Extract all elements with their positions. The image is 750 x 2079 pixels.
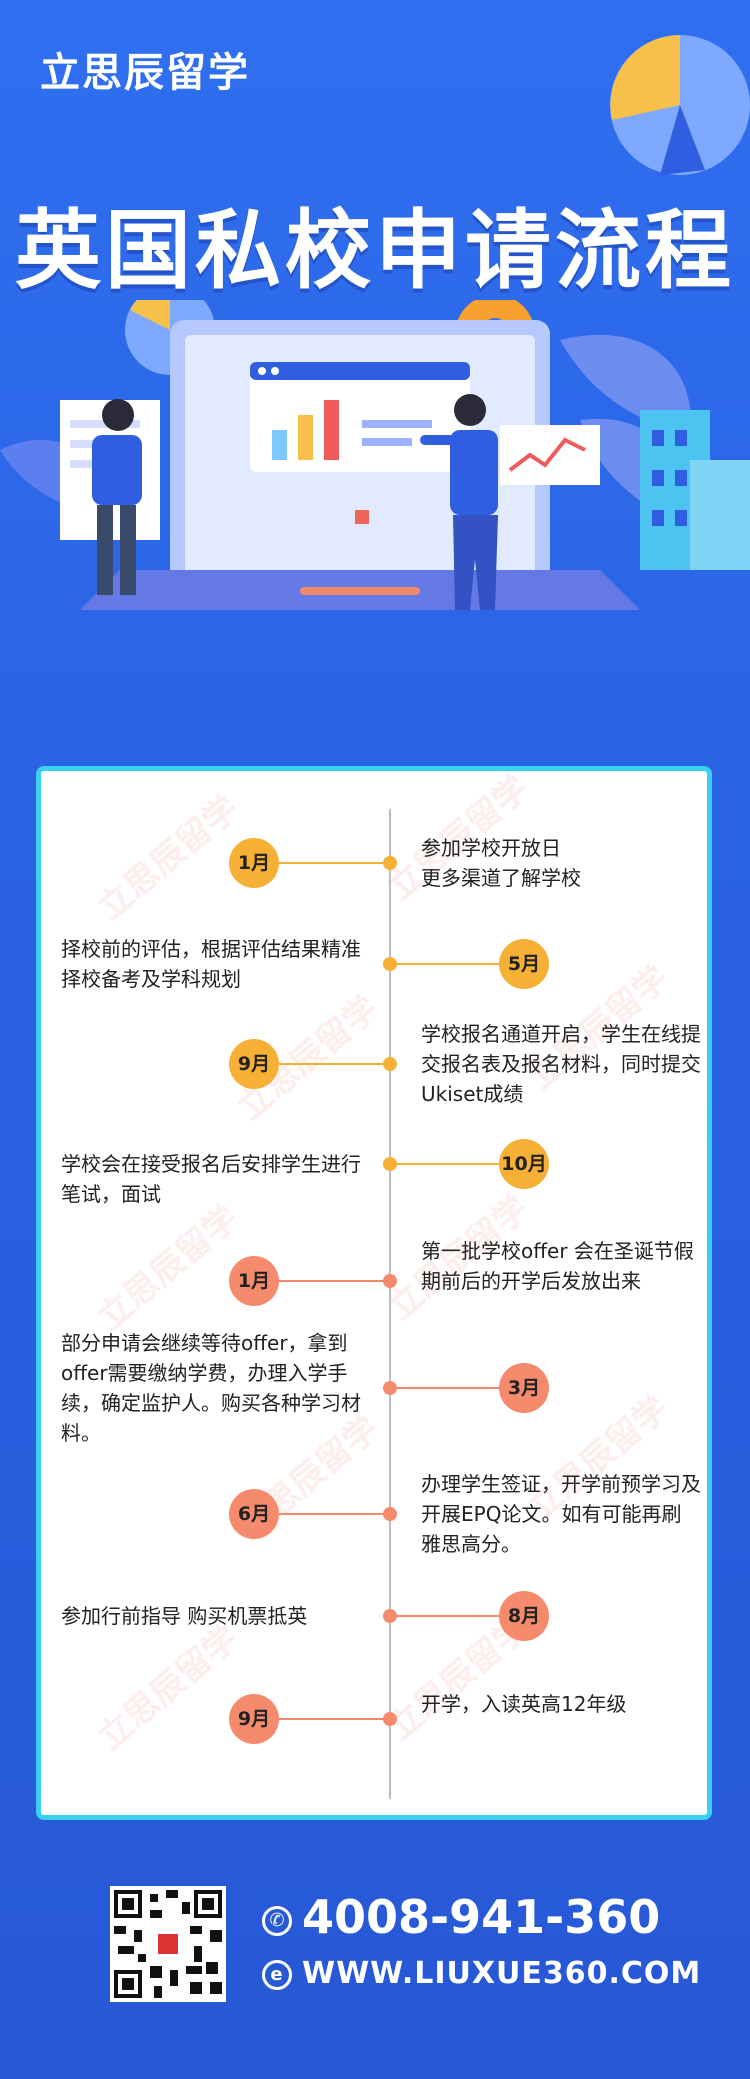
web-icon: e xyxy=(262,1959,292,1990)
timeline-dot xyxy=(383,1381,397,1395)
website-url[interactable]: WWW.LIUXUE360.COM xyxy=(302,1956,702,1991)
timeline-text: 开学，入读英高12年级 xyxy=(421,1692,627,1716)
pie-chart-illustration xyxy=(610,35,750,175)
page-title: 英国私校申请流程 xyxy=(15,201,735,301)
timeline-dot xyxy=(383,1712,397,1726)
month-badge: 6月 xyxy=(229,1489,279,1539)
website-contact[interactable]: e WWW.LIUXUE360.COM xyxy=(262,1956,701,1991)
timeline-connector xyxy=(397,963,499,965)
month-badge: 1月 xyxy=(229,1256,279,1306)
timeline-axis xyxy=(389,809,391,1799)
qr-code xyxy=(110,1886,226,2002)
timeline-connector xyxy=(397,1615,499,1617)
timeline-connector xyxy=(279,1280,383,1282)
timeline-dot xyxy=(383,1157,397,1171)
phone-icon: ✆ xyxy=(262,1905,292,1936)
month-badge: 10月 xyxy=(499,1139,549,1189)
month-badge: 3月 xyxy=(499,1363,549,1413)
timeline-dot xyxy=(383,1274,397,1288)
watermark: 立思辰留学 xyxy=(90,1618,247,1759)
timeline-text: 学校会在接受报名后安排学生进行笔试，面试 xyxy=(61,1152,361,1206)
timeline-connector xyxy=(279,1063,383,1065)
timeline-dot xyxy=(383,957,397,971)
timeline-dot xyxy=(383,1057,397,1071)
month-badge: 9月 xyxy=(229,1039,279,1089)
timeline-text: 参加学校开放日 更多渠道了解学校 xyxy=(421,836,581,890)
timeline-text: 学校报名通道开启，学生在线提交报名表及报名材料，同时提交Ukiset成绩 xyxy=(421,1022,701,1106)
timeline-text: 择校前的评估，根据评估结果精准择校备考及学科规划 xyxy=(61,937,361,991)
timeline-dot xyxy=(383,1609,397,1623)
timeline-connector xyxy=(397,1387,499,1389)
watermark: 立思辰留学 xyxy=(90,788,247,929)
month-badge: 9月 xyxy=(229,1694,279,1744)
timeline-text: 部分申请会继续等待offer，拿到offer需要缴纳学费，办理入学手续，确定监护… xyxy=(61,1331,361,1445)
timeline-connector xyxy=(279,1718,383,1720)
timeline-connector xyxy=(279,862,383,864)
month-badge: 1月 xyxy=(229,838,279,888)
timeline-text: 第一批学校offer 会在圣诞节假期前后的开学后发放出来 xyxy=(421,1239,694,1293)
timeline-dot xyxy=(383,1507,397,1521)
timeline-connector xyxy=(279,1513,383,1515)
timeline-text: 参加行前指导 购买机票抵英 xyxy=(61,1604,308,1628)
hero-illustration xyxy=(0,300,750,610)
timeline-card: 立思辰留学 立思辰留学 立思辰留学 立思辰留学 立思辰留学 立思辰留学 立思辰留… xyxy=(36,766,712,1820)
brand-logo: 立思辰留学 xyxy=(40,50,250,96)
timeline-text: 办理学生签证，开学前预学习及开展EPQ论文。如有可能再刷雅思高分。 xyxy=(421,1472,701,1556)
phone-contact[interactable]: ✆ 4008-941-360 xyxy=(262,1890,660,1944)
month-badge: 5月 xyxy=(499,939,549,989)
phone-number[interactable]: 4008-941-360 xyxy=(302,1890,661,1944)
timeline-connector xyxy=(397,1163,499,1165)
timeline-dot xyxy=(383,856,397,870)
month-badge: 8月 xyxy=(499,1591,549,1641)
watermark: 立思辰留学 xyxy=(90,1198,247,1339)
